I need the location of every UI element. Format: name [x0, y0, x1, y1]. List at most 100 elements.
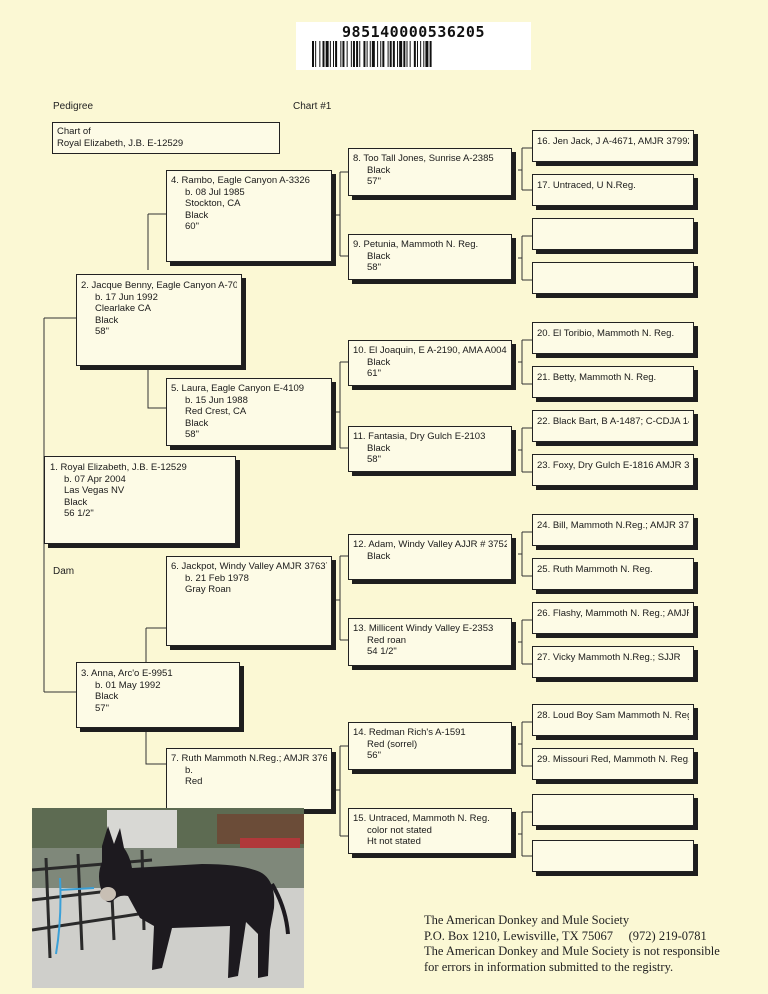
barcode-bar [350, 41, 352, 67]
barcode-bar [346, 41, 348, 67]
pedigree-box-7: 7. Ruth Mammoth N.Reg.; AMJR 37637, b. R… [166, 748, 332, 810]
donkey-photo-illustration [32, 808, 304, 988]
box-5-name: 5. Laura, Eagle Canyon E-4109 [171, 383, 305, 394]
box-21-name: 21. Betty, Mammoth N. Reg. [537, 372, 657, 383]
footer-address: P.O. Box 1210, Lewisville, TX 75067 (972… [424, 928, 707, 943]
pedigree-box-27: 27. Vicky Mammoth N.Reg.; SJJR [532, 646, 694, 678]
barcode-bar [329, 41, 331, 67]
pedigree-box-4: 4. Rambo, Eagle Canyon A-3326 b. 08 Jul … [166, 170, 332, 262]
pedigree-box-20: 20. El Toribio, Mammoth N. Reg. [532, 322, 694, 354]
pedigree-box-2-sire: 2. Jacque Benny, Eagle Canyon A-7044 b. … [76, 274, 242, 366]
box-7-color: Red [185, 776, 203, 787]
donkey-photo [32, 808, 304, 988]
pedigree-box-15: 15. Untraced, Mammoth N. Reg. color not … [348, 808, 512, 854]
box-4-color: Black [185, 209, 209, 221]
box-2-color: Black [95, 314, 119, 326]
box-17-name: 17. Untraced, U N.Reg. [537, 180, 636, 191]
box-6-color: Gray Roan [185, 584, 231, 595]
box-4-place: Stockton, CA [185, 198, 241, 209]
barcode-bar [335, 41, 338, 67]
box-13-name: 13. Millicent Windy Valley E-2353 [353, 623, 494, 634]
box-24-name: 24. Bill, Mammoth N.Reg.; AMJR 37301 [537, 520, 689, 531]
box-11-name: 11. Fantasia, Dry Gulch E-2103 [353, 431, 486, 442]
barcode-bar [363, 41, 366, 67]
box-14-color: Red (sorrel) [367, 738, 418, 750]
barcode-bar [413, 41, 416, 67]
barcode-bar [322, 41, 325, 67]
box-5-color: Black [185, 417, 209, 429]
barcode-bar [387, 41, 389, 67]
barcode-bar [406, 41, 408, 67]
box-9-height: 58" [367, 262, 381, 273]
barcode-bar [356, 41, 359, 67]
chart-number-label: Chart #1 [293, 101, 332, 112]
pedigree-box-9: 9. Petunia, Mammoth N. Reg. Black 58" [348, 234, 512, 280]
box-26-name: 26. Flashy, Mammoth N. Reg.; AMJR [537, 608, 689, 619]
box-1-color: Black [64, 496, 88, 508]
box-23-name: 23. Foxy, Dry Gulch E-1816 AMJR 37718 [537, 460, 689, 471]
pedigree-box-28: 28. Loud Boy Sam Mammoth N. Reg. [532, 704, 694, 736]
pedigree-box-29: 29. Missouri Red, Mammoth N. Reg. [532, 748, 694, 780]
box-9-color: Black [367, 250, 391, 262]
box-3-name: 3. Anna, Arc'o E-9951 [81, 668, 173, 679]
barcode-bar [423, 41, 425, 67]
barcode-bar [380, 41, 382, 67]
barcode-number: 985140000536205 [342, 23, 485, 41]
box-27-name: 27. Vicky Mammoth N.Reg.; SJJR [537, 652, 681, 663]
pedigree-box-6: 6. Jackpot, Windy Valley AMJR 37637 b. 2… [166, 556, 332, 646]
box-16-name: 16. Jen Jack, J A-4671, AMJR 37992 [537, 136, 689, 147]
pedigree-box-31-empty [532, 840, 694, 872]
footer-disclaimer-line-1: The American Donkey and Mule Society is … [424, 944, 720, 958]
box-13-height: 54 1/2" [367, 646, 397, 657]
box-6-name: 6. Jackpot, Windy Valley AMJR 37637 [171, 561, 327, 572]
pedigree-box-12: 12. Adam, Windy Valley AJJR # 37526 Blac… [348, 534, 512, 580]
box-15-name: 15. Untraced, Mammoth N. Reg. [353, 813, 490, 824]
barcode-bar [340, 41, 342, 67]
barcode-bar [352, 41, 355, 67]
barcode-bar [312, 41, 314, 67]
box-4-birth: b. 08 Jul 1985 [185, 186, 245, 198]
pedigree-box-17: 17. Untraced, U N.Reg. [532, 174, 694, 206]
box-5-height: 58" [185, 429, 199, 440]
box-12-name: 12. Adam, Windy Valley AJJR # 37526 [353, 539, 507, 550]
box-3-color: Black [95, 691, 119, 702]
pedigree-label: Pedigree [53, 101, 94, 112]
box-12-color: Black [367, 550, 391, 562]
barcode-bar [389, 41, 392, 67]
pedigree-box-23: 23. Foxy, Dry Gulch E-1816 AMJR 37718 [532, 454, 694, 486]
barcode-bar [342, 41, 345, 67]
pedigree-box-24: 24. Bill, Mammoth N.Reg.; AMJR 37301 [532, 514, 694, 546]
barcode-bar [333, 41, 334, 67]
barcode-bar [399, 41, 403, 67]
box-3-height: 57" [95, 702, 109, 714]
box-2-place: Clearlake CA [95, 303, 151, 314]
box-14-name: 14. Redman Rich's A-1591 [353, 727, 466, 738]
box-7-name: 7. Ruth Mammoth N.Reg.; AMJR 37637, [171, 753, 327, 764]
chart-of-line: Chart of [57, 126, 91, 137]
box-4-name: 4. Rambo, Eagle Canyon A-3326 [171, 175, 310, 186]
box-1-place: Las Vegas NV [64, 485, 125, 496]
box-8-name: 8. Too Tall Jones, Sunrise A-2385 [353, 153, 494, 164]
pedigree-box-1-subject: 1. Royal Elizabeth, J.B. E-12529 b. 07 A… [44, 456, 236, 544]
box-8-color: Black [367, 164, 391, 176]
box-25-name: 25. Ruth Mammoth N. Reg. [537, 564, 653, 575]
pedigree-box-10: 10. El Joaquin, E A-2190, AMA A0040LS Bl… [348, 340, 512, 386]
pedigree-box-5: 5. Laura, Eagle Canyon E-4109 b. 15 Jun … [166, 378, 332, 446]
pedigree-box-19-empty [532, 262, 694, 294]
barcode-bar [382, 41, 385, 67]
box-5-place: Red Crest, CA [185, 406, 247, 417]
chart-of-box: Chart of Royal Elizabeth, J.B. E-12529 [52, 122, 280, 154]
dam-label: Dam [53, 566, 75, 577]
barcode-bar [403, 41, 406, 67]
chart-of-subject: Royal Elizabeth, J.B. E-12529 [57, 137, 184, 149]
box-10-height: 61" [367, 368, 381, 379]
pedigree-box-25: 25. Ruth Mammoth N. Reg. [532, 558, 694, 590]
box-9-name: 9. Petunia, Mammoth N. Reg. [353, 239, 479, 250]
pedigree-box-11: 11. Fantasia, Dry Gulch E-2103 Black 58" [348, 426, 512, 472]
barcode-bar [429, 41, 432, 67]
box-1-birth: b. 07 Apr 2004 [64, 473, 126, 485]
box-15-color: color not stated [367, 824, 432, 836]
barcode-bar [409, 41, 411, 67]
box-2-height: 58" [95, 326, 109, 337]
